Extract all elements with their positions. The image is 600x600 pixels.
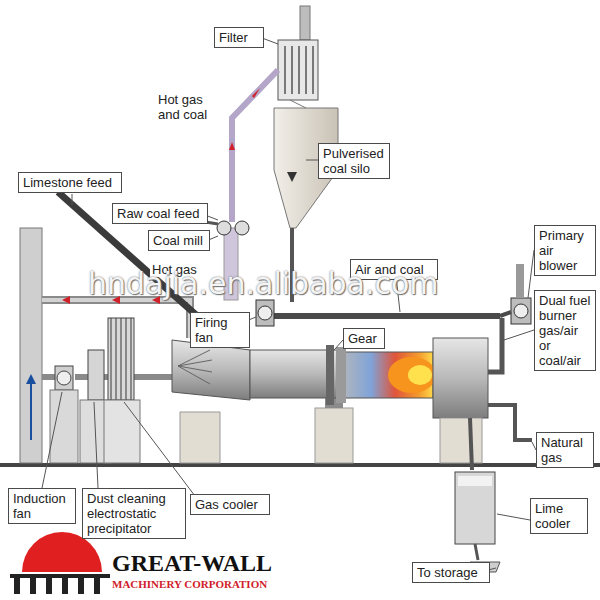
label-text: Filter xyxy=(219,30,259,45)
label-text: Natural gas xyxy=(541,435,589,465)
burner-label: Dual fuel burner gas/air or coal/air xyxy=(534,290,596,371)
watermark: hndajia.en.alibaba.com xyxy=(88,268,439,300)
pipe-label: Hot gas and coal xyxy=(158,92,222,122)
induction-fan-label: Induction fan xyxy=(8,488,76,524)
silo-label: Pulverised coal silo xyxy=(318,143,390,179)
label-text: Dust cleaning electrostatic precipitator xyxy=(87,491,181,536)
label-text: Limestone feed xyxy=(23,175,117,190)
coal-mill-label: Coal mill xyxy=(148,230,210,251)
label-text: Induction fan xyxy=(13,491,71,521)
blower-label: Primary air blower xyxy=(534,225,596,276)
label-text: Gear xyxy=(348,331,380,346)
filter-label: Filter xyxy=(214,27,264,48)
label-text: Coal mill xyxy=(153,233,205,248)
precipitator-label: Dust cleaning electrostatic precipitator xyxy=(82,488,186,539)
label-text: Pulverised coal silo xyxy=(323,146,385,176)
lime-cooler-label: Lime cooler xyxy=(530,498,588,534)
raw-coal-label: Raw coal feed xyxy=(112,203,208,224)
storage-label: To storage xyxy=(412,562,490,583)
label-text: Dual fuel burner gas/air or coal/air xyxy=(539,293,591,368)
logo-subtitle: MACHINERY CORPORATION xyxy=(112,578,267,591)
firing-fan-label: Firing fan xyxy=(190,312,250,348)
label-text: Firing fan xyxy=(195,315,245,345)
limestone-label: Limestone feed xyxy=(18,172,122,193)
label-text: To storage xyxy=(417,565,485,580)
label-text: Lime cooler xyxy=(535,501,583,531)
label-text: Gas cooler xyxy=(195,497,265,512)
label-text: Raw coal feed xyxy=(117,206,203,221)
gas-cooler-label: Gas cooler xyxy=(190,494,270,515)
natural-gas-label: Natural gas xyxy=(536,432,594,468)
gear-label: Gear xyxy=(343,328,385,349)
label-text: Primary air blower xyxy=(539,228,591,273)
logo-name: GREAT-WALL xyxy=(112,550,272,576)
